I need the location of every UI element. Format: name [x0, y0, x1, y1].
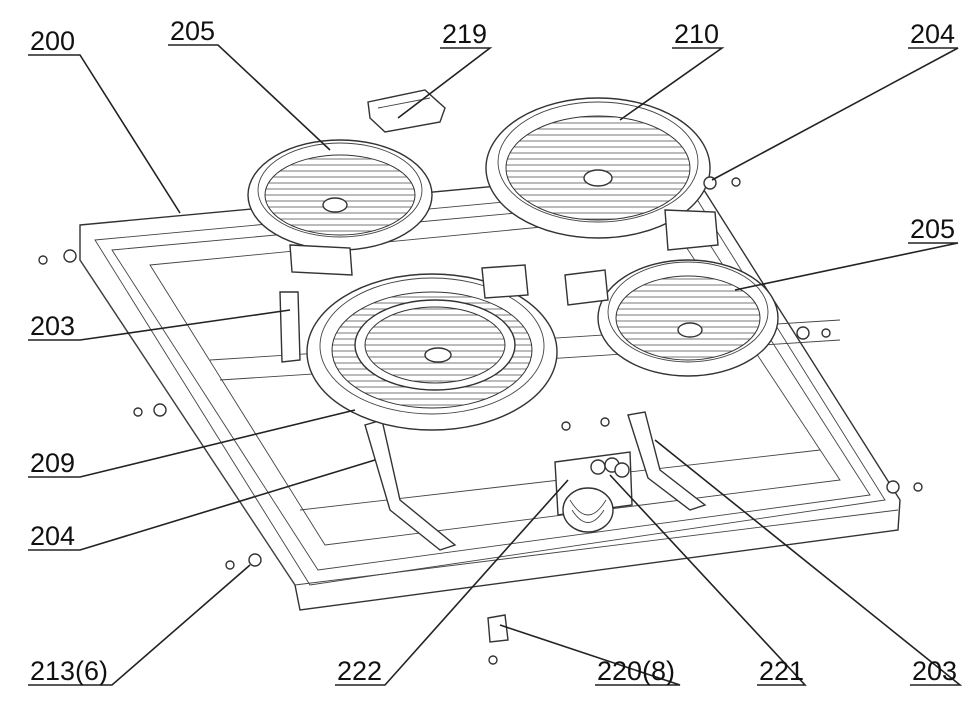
bracket-203-left: [279, 291, 301, 363]
label-213: 213(6): [30, 656, 108, 686]
burner-205-right: [481, 259, 779, 377]
label-204-left: 204: [30, 521, 75, 551]
screws: [38, 176, 923, 570]
label-220: 220(8): [597, 656, 675, 686]
label-204-top-right: 204: [910, 19, 955, 49]
label-209: 209: [30, 448, 75, 478]
label-203-left: 203: [30, 311, 75, 341]
label-210: 210: [674, 19, 719, 49]
label-203-right: 203: [912, 656, 957, 686]
label-222: 222: [337, 656, 382, 686]
label-221: 221: [759, 656, 804, 686]
label-205-right: 205: [910, 214, 955, 244]
burner-210: [485, 97, 719, 251]
leader-lines: [28, 44, 963, 686]
clip-220: [487, 614, 509, 665]
label-205-top-left: 205: [170, 16, 215, 46]
terminal-block: [554, 451, 633, 533]
burner-209: [306, 273, 558, 431]
bracket-203-right: [627, 411, 707, 511]
label-200: 200: [30, 26, 75, 56]
burner-205-left: [247, 139, 433, 276]
label-219: 219: [442, 19, 487, 49]
